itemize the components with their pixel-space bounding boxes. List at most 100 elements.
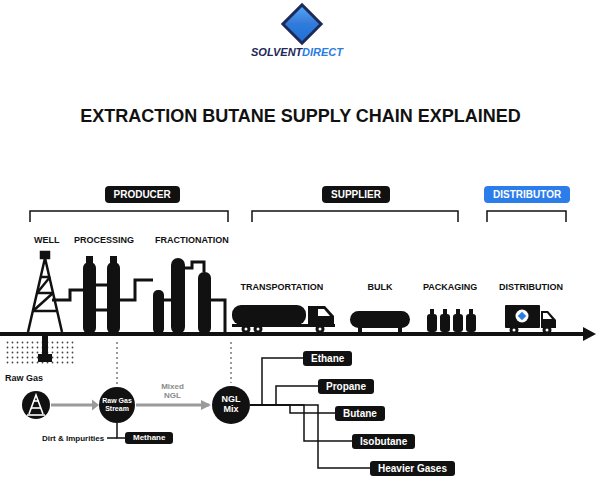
- timeline-arrow: [0, 332, 586, 336]
- underground-well: [38, 354, 52, 362]
- well-circle-icon: [27, 414, 45, 416]
- role-pill: DISTRIBUTOR: [484, 186, 570, 203]
- logo-text: SOLVENT: [251, 46, 302, 59]
- processing-towers: [96, 280, 153, 310]
- gas-cylinders: [430, 309, 434, 315]
- group-bracket: [30, 211, 228, 222]
- dotted-leader: [230, 342, 232, 383]
- well-derrick: [28, 258, 62, 332]
- timeline-arrow: [583, 327, 596, 341]
- underground-well: [42, 336, 48, 356]
- product-box: Heavier Gases: [370, 461, 455, 476]
- product-box: Propane: [318, 379, 374, 394]
- bulk-tank: [350, 311, 410, 328]
- tanker-truck: [245, 328, 248, 331]
- gas-cylinders: [466, 314, 476, 332]
- group-bracket: [252, 211, 458, 222]
- node-text: Propane: [326, 381, 366, 392]
- node-text: Methane: [133, 434, 165, 443]
- source-label: Raw Gas: [5, 373, 43, 383]
- delivery-van: [513, 329, 516, 332]
- tanker-truck: [232, 305, 335, 334]
- node-text: Heavier Gases: [378, 463, 447, 474]
- gas-cylinders: [427, 314, 437, 332]
- dotted-leader: [117, 342, 231, 384]
- stage-label: BULK: [368, 282, 393, 292]
- stage-label: PROCESSING: [74, 235, 134, 245]
- stage-label: WELL: [34, 235, 60, 245]
- logo-diamond: [285, 7, 319, 41]
- node-text: SUPPLIER: [331, 189, 381, 200]
- delivery-van: [541, 311, 556, 328]
- processing-towers: [83, 256, 153, 334]
- node-text: PRODUCER: [114, 189, 171, 200]
- bulk-tank: [350, 311, 410, 333]
- delivery-van: [505, 305, 540, 328]
- processing-towers: [110, 256, 117, 264]
- node-text: Ethane: [311, 353, 344, 364]
- product-box: Ethane: [303, 351, 352, 366]
- gas-cylinders: [443, 309, 447, 315]
- processing-towers: [107, 262, 120, 334]
- group-bracket: [30, 211, 566, 222]
- node-text: Raw Gas Stream: [101, 397, 133, 412]
- tanker-truck: [308, 306, 334, 326]
- diagram-title: EXTRACTION BUTANE SUPPLY CHAIN EXPLAINED: [0, 106, 601, 127]
- processing-towers: [83, 262, 96, 334]
- gas-cylinders: [469, 309, 473, 315]
- role-pill: PRODUCER: [105, 186, 180, 203]
- logo-diamond: [281, 3, 323, 45]
- fractionation-towers: [153, 290, 164, 334]
- tanker-truck: [319, 328, 322, 331]
- dotted-leader: [116, 342, 118, 384]
- well-derrick: [52, 290, 83, 300]
- delivery-van: [546, 329, 549, 332]
- well-derrick: [41, 252, 49, 258]
- fractionation-towers: [198, 272, 211, 334]
- delivery-van: [505, 305, 556, 335]
- flow-connector: [136, 404, 209, 407]
- node-text: DISTRIBUTOR: [493, 189, 561, 200]
- well-derrick: [28, 252, 83, 332]
- edge-label: Mixed NGL: [156, 382, 190, 400]
- byproduct-label: Dirt & Impurities: [42, 434, 104, 443]
- flow-connector: [117, 423, 125, 438]
- gas-cylinders: [456, 309, 460, 315]
- well-derrick: [33, 310, 57, 313]
- well-derrick: [33, 293, 53, 311]
- well-derrick: [37, 277, 50, 293]
- flow-connector: [250, 405, 335, 413]
- delivery-van: [516, 310, 529, 323]
- fractionation-towers: [153, 258, 225, 334]
- logo-text: DIRECT: [302, 46, 343, 59]
- well-circle-icon: [29, 395, 43, 414]
- flow-connector: [250, 386, 318, 405]
- underground-well: [4, 339, 76, 365]
- product-box: Isobutane: [352, 434, 415, 449]
- well-circle-icon: [27, 395, 45, 415]
- group-bracket: [487, 211, 566, 222]
- delivery-van: [543, 313, 552, 319]
- stage-circle: NGL Mix: [212, 386, 250, 424]
- processing-towers: [86, 256, 93, 264]
- logo-diamond: [285, 7, 319, 41]
- fractionation-towers: [164, 262, 225, 334]
- stage-label: FRACTIONATION: [155, 235, 229, 245]
- stage-label: TRANSPORTATION: [241, 282, 324, 292]
- node-text: Isobutane: [360, 436, 407, 447]
- gas-cylinders: [453, 314, 463, 332]
- gas-cylinders: [440, 314, 450, 332]
- fractionation-towers: [171, 258, 185, 334]
- stage-label: DISTRIBUTION: [499, 282, 563, 292]
- raw-gas-arrow: [51, 400, 99, 411]
- well-circle-icon: [22, 391, 50, 419]
- underground-well: [4, 336, 76, 365]
- well-circle-icon: [33, 400, 39, 402]
- well-circle-icon: [22, 391, 50, 419]
- product-box: Butane: [335, 406, 385, 421]
- stage-circle: Raw Gas Stream: [99, 387, 135, 423]
